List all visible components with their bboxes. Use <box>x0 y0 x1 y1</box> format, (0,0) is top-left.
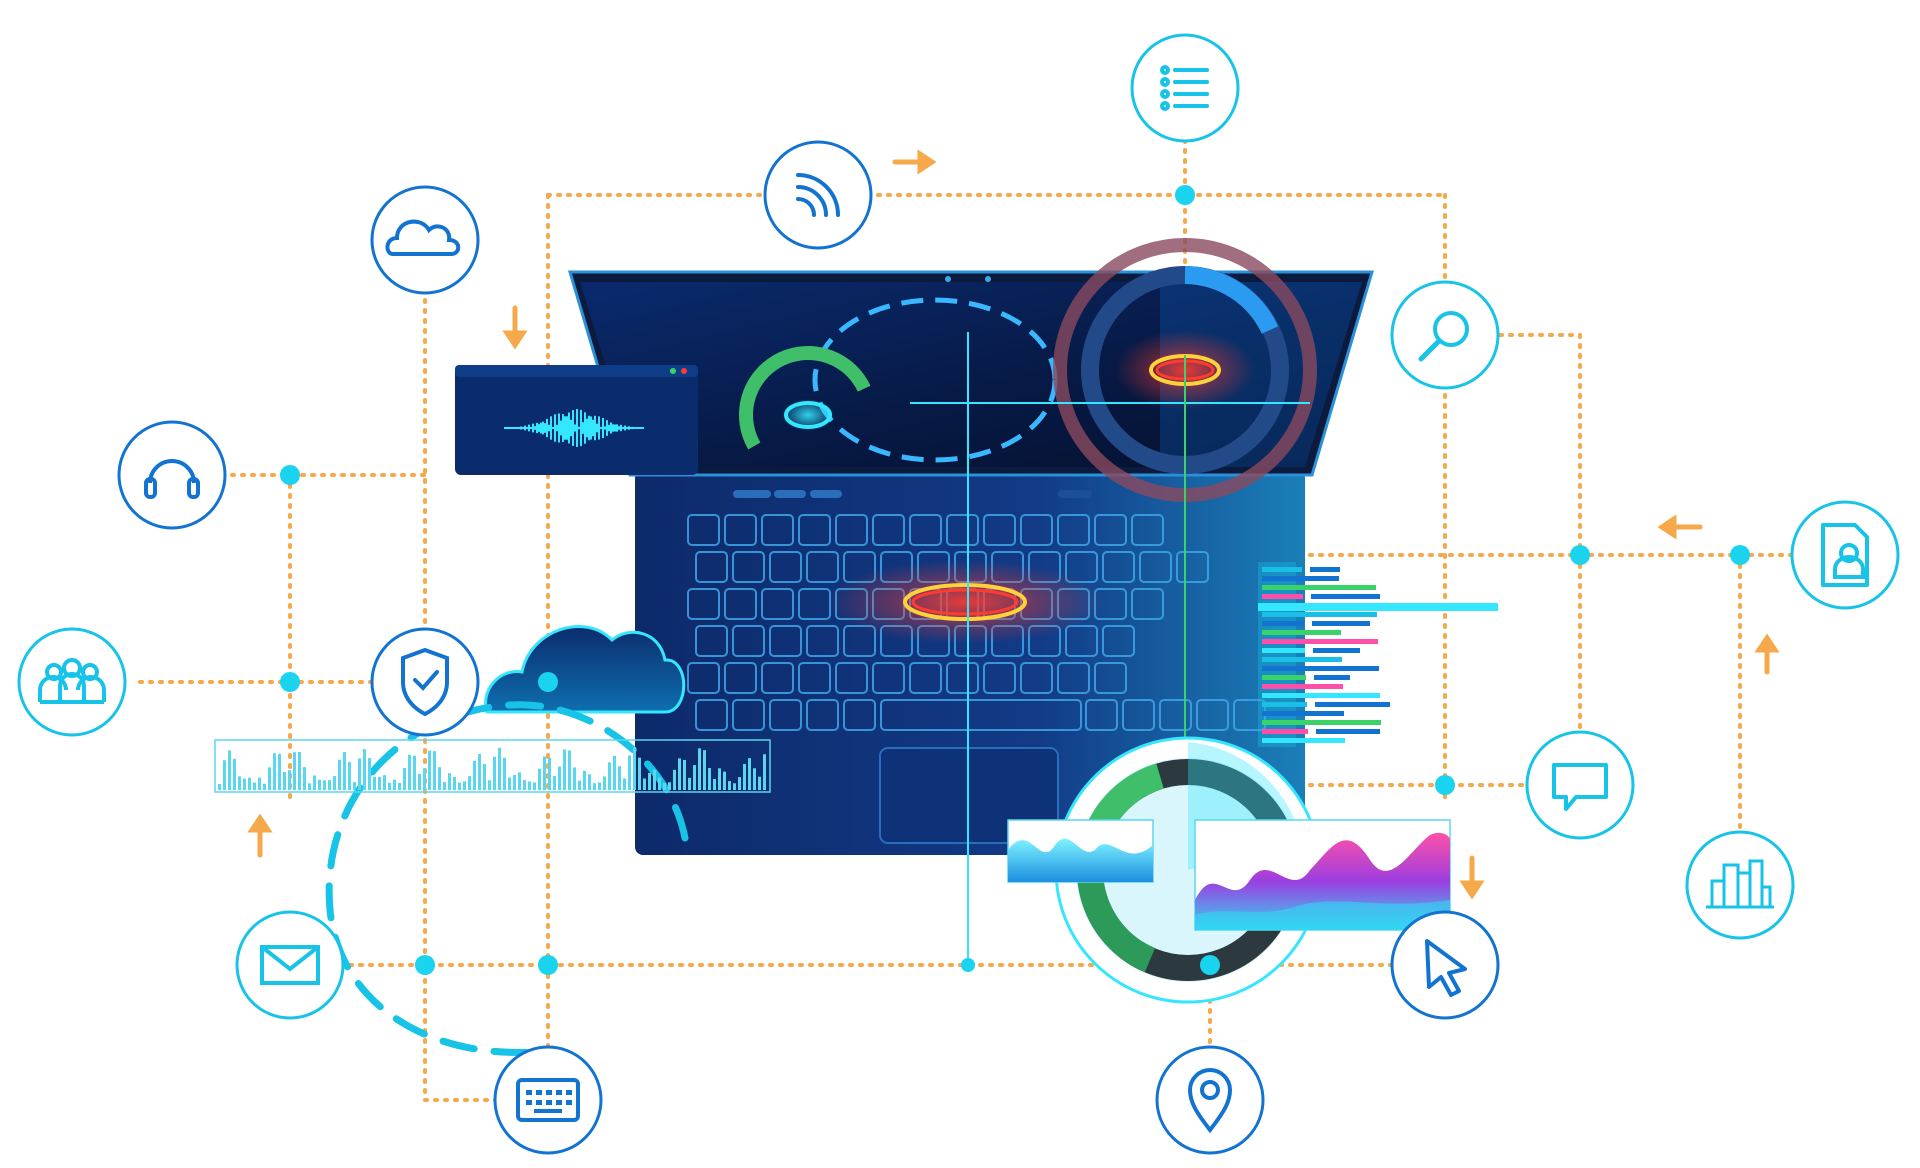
users-icon <box>17 627 127 737</box>
list-icon <box>1130 33 1240 143</box>
chat-icon <box>1525 730 1635 840</box>
code-panel <box>1258 562 1498 747</box>
junction-dots <box>280 185 1750 975</box>
laptop <box>567 238 1375 965</box>
gauge-charts <box>1007 736 1451 1004</box>
location-pin-icon <box>1155 1045 1265 1155</box>
mail-icon <box>235 910 345 1020</box>
headphones-icon <box>117 420 227 530</box>
cloud-icon <box>370 185 480 295</box>
wifi-icon <box>763 140 873 250</box>
keyboard-icon <box>493 1045 603 1155</box>
shield-check-icon <box>370 627 480 737</box>
flow-arrows <box>247 149 1780 900</box>
network-lines <box>138 108 1797 1102</box>
dashed-ring <box>325 701 689 1056</box>
contact-document-icon <box>1790 500 1900 610</box>
cloud-shape <box>484 625 686 714</box>
city-icon <box>1685 830 1795 940</box>
cursor-icon <box>1390 910 1500 1020</box>
audio-window <box>455 365 698 475</box>
bar-spectrum <box>214 739 771 793</box>
laptop-screen <box>580 282 1362 467</box>
search-icon <box>1390 280 1500 390</box>
